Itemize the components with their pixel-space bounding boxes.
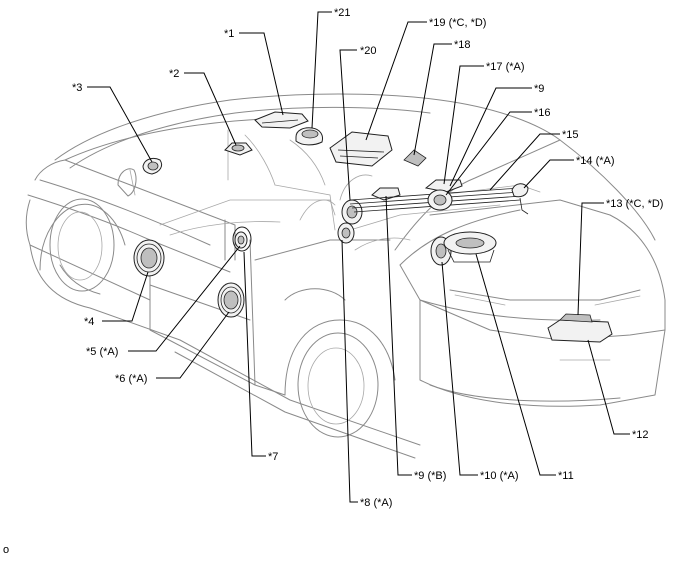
callout-13: *13 (*C, *D) [606,198,663,210]
callout-7: *7 [268,451,278,463]
callout-8: *8 (*A) [360,497,392,509]
leader-c9 [449,87,532,187]
callout-20: *20 [360,45,377,57]
leader-c1 [239,32,284,116]
callout-labels: *1 *21 *2 *3 *19 (*C, *D) *18 *20 *17 (*… [72,7,663,509]
component-18-microphone [403,149,427,167]
leader-c21 [311,11,332,129]
callout-10: *10 (*A) [480,470,519,482]
component-14-rear-tweeter [511,183,529,215]
component-4-front-door-speaker [133,239,165,277]
component-1-overhead-module [254,111,309,129]
leader-c15 [489,133,560,191]
footnote-mark: o [3,544,10,556]
callout-15: *15 [562,129,579,141]
callout-5: *5 (*A) [86,346,118,358]
callout-9: *9 [534,83,544,95]
leader-c18 [413,43,452,156]
leader-c17 [443,65,484,185]
callout-11: *11 [558,470,574,482]
leader-c2 [184,72,237,146]
leader-c4 [102,271,149,322]
leader-c5 [128,245,241,352]
component-16-rear-speaker [427,189,453,211]
callout-14: *14 (*A) [576,155,615,167]
leader-c8 [341,239,358,503]
component-5-front-tweeter [234,231,248,249]
component-20-center-speaker [341,199,363,225]
leader-c19 [365,21,427,141]
component-6-front-door-speaker [217,282,245,318]
leader-c16 [445,111,532,196]
component-21-roof-unit [295,127,323,146]
callout-3: *3 [72,82,82,94]
component-11-subwoofer [443,231,497,263]
callout-4: *4 [84,316,94,328]
leader-c12 [587,339,630,435]
leader-c7 [243,251,266,457]
callout-21: *21 [334,7,351,19]
component-7-door-speaker [232,226,252,252]
leader-lines [87,11,630,503]
leader-c10 [441,261,478,476]
component-13-trunk-module [559,313,593,323]
leader-c9b [385,195,412,476]
leader-c13 [577,202,604,316]
callout-18: *18 [454,39,471,51]
car-outline [25,93,666,459]
callout-9b: *9 (*B) [414,470,446,482]
callout-16: *16 [534,107,551,119]
callout-12: *12 [632,429,649,441]
component-8-rear-door-speaker [337,222,355,244]
component-2-tweeter [224,142,253,156]
leader-c6 [156,311,230,379]
component-3-tweeter [142,157,163,175]
leader-c11 [475,253,556,476]
callout-6: *6 (*A) [115,373,147,385]
callout-17: *17 (*A) [486,61,525,73]
leader-c20 [339,49,357,201]
callout-1: *1 [224,28,234,40]
callout-2: *2 [169,68,179,80]
leader-c3 [87,86,153,163]
component-12-trunk-unit [547,319,613,343]
component-19-amplifier [329,131,393,167]
leader-c14 [523,159,574,189]
callout-19: *19 (*C, *D) [429,17,486,29]
